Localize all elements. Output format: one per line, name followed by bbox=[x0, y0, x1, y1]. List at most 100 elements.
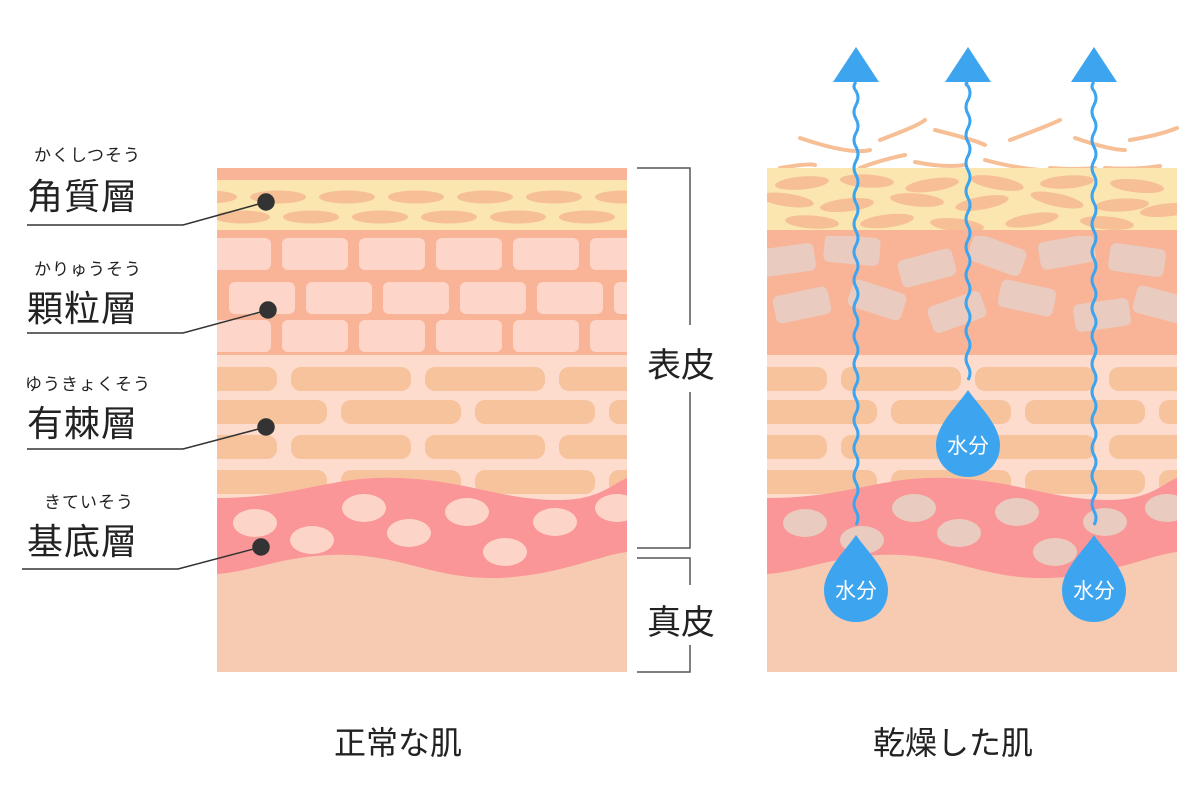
spinous-cell bbox=[975, 367, 1095, 391]
granular-cell bbox=[217, 238, 271, 270]
pointer-basale bbox=[22, 538, 270, 570]
granular-cell bbox=[590, 238, 627, 270]
corneum-cell bbox=[217, 210, 270, 224]
spinous-cell bbox=[609, 400, 627, 424]
skin-flake bbox=[1073, 136, 1127, 152]
corneum-cell bbox=[1030, 191, 1084, 209]
granular-cell bbox=[513, 320, 579, 352]
granular-cell bbox=[306, 282, 372, 314]
granular-cell bbox=[614, 282, 627, 314]
basal-cells bbox=[233, 494, 627, 566]
skin-flake bbox=[1008, 118, 1062, 142]
skin-flake bbox=[858, 153, 907, 170]
spinous-cell bbox=[475, 400, 595, 424]
evaporation-arrow-icon bbox=[1071, 47, 1117, 82]
granular-cell bbox=[1073, 298, 1131, 332]
reading-corneum: かくしつそう bbox=[34, 146, 141, 166]
granular-cell bbox=[1132, 285, 1177, 325]
corneum-cell bbox=[785, 215, 839, 229]
corneum-cells-disordered bbox=[767, 174, 1177, 233]
skin-flake bbox=[798, 136, 872, 154]
corneum-cell bbox=[840, 174, 894, 188]
basal-cells bbox=[783, 494, 1177, 566]
corneum-cell bbox=[283, 210, 339, 224]
water-drop-icon: 水分 bbox=[936, 390, 1000, 477]
granular-cell bbox=[897, 248, 957, 288]
spinous-cell bbox=[767, 470, 877, 494]
corneum-cell bbox=[319, 190, 375, 204]
spinous-cell bbox=[767, 435, 827, 459]
spinous-cell bbox=[559, 367, 627, 391]
peeling-flakes bbox=[778, 118, 1179, 172]
granular-cell bbox=[1108, 243, 1166, 277]
spinous-cell bbox=[217, 400, 327, 424]
corneum-cell bbox=[1140, 202, 1177, 218]
basal-cell bbox=[1033, 538, 1077, 566]
granular-cell bbox=[359, 238, 425, 270]
epidermis-bracket-bottom bbox=[637, 392, 691, 549]
corneum-cell bbox=[628, 211, 684, 224]
granular-cell bbox=[229, 282, 295, 314]
spinous-cell bbox=[1025, 400, 1145, 424]
basal-cell bbox=[1083, 508, 1127, 536]
moisture-wavy-line bbox=[1090, 81, 1098, 526]
basal-cell bbox=[783, 509, 827, 537]
corneum-cell bbox=[217, 190, 237, 204]
dermis-label: 真皮 bbox=[647, 603, 715, 643]
spinous-cell bbox=[559, 435, 627, 459]
basal-cell bbox=[342, 494, 386, 522]
skin-flake bbox=[1128, 126, 1179, 142]
water-drop-shape bbox=[1062, 535, 1126, 622]
basal-cell bbox=[937, 519, 981, 547]
spinous-cell bbox=[1025, 470, 1145, 494]
granular-cells-broken bbox=[767, 233, 1177, 334]
water-drop-label: 水分 bbox=[947, 434, 989, 458]
pointer-granulosum bbox=[27, 301, 277, 334]
water-drop-shape bbox=[824, 535, 888, 622]
granular-cell bbox=[537, 282, 603, 314]
basal-cell bbox=[387, 519, 431, 547]
corneum-cell bbox=[457, 190, 513, 204]
corneum-cell bbox=[970, 175, 1024, 191]
spinous-cell bbox=[841, 435, 961, 459]
basal-cell bbox=[595, 494, 627, 522]
corneum-cell bbox=[595, 190, 627, 204]
granular-cell bbox=[217, 320, 271, 352]
brackets bbox=[637, 167, 691, 673]
spinous-cell bbox=[475, 470, 595, 494]
reading-basale: きていそう bbox=[44, 493, 134, 513]
corneum-layer-bg bbox=[217, 180, 627, 230]
skin-flake bbox=[878, 118, 927, 142]
dermis-bracket-top bbox=[637, 557, 691, 585]
spinous-cells bbox=[767, 367, 1177, 494]
granular-cell bbox=[436, 238, 502, 270]
corneum-cell bbox=[1110, 178, 1164, 194]
corneum-cell bbox=[767, 192, 814, 208]
granular-cell bbox=[513, 238, 579, 270]
granular-cell bbox=[282, 238, 348, 270]
granular-cell bbox=[383, 282, 449, 314]
caption-normal-skin: 正常な肌 bbox=[334, 724, 463, 762]
basal-cell bbox=[233, 509, 277, 537]
reading-granulosum: かりゅうそう bbox=[34, 260, 142, 280]
basal-cell bbox=[290, 526, 334, 554]
corneum-cell bbox=[1005, 212, 1059, 228]
granular-cell bbox=[997, 279, 1057, 317]
corneum-bottom-strip bbox=[767, 230, 1177, 236]
spinous-cell bbox=[217, 470, 327, 494]
reading-spinosum: ゆうきょくそう bbox=[25, 375, 151, 395]
granular-cell bbox=[772, 286, 832, 324]
granular-cell bbox=[359, 320, 425, 352]
corneum-cell bbox=[775, 176, 829, 190]
label-granulosum: 顆粒層 bbox=[27, 289, 139, 330]
granular-cell bbox=[847, 279, 907, 321]
evaporation-arrow-icon bbox=[945, 47, 991, 82]
spinous-cell bbox=[341, 400, 461, 424]
normal-skin-panel bbox=[217, 168, 684, 672]
water-drop-icon: 水分 bbox=[1062, 535, 1126, 622]
dermis-bracket-bottom bbox=[637, 645, 691, 673]
basal-cell bbox=[995, 498, 1039, 526]
granular-cell bbox=[436, 320, 502, 352]
corneum-top-strip bbox=[217, 168, 627, 180]
